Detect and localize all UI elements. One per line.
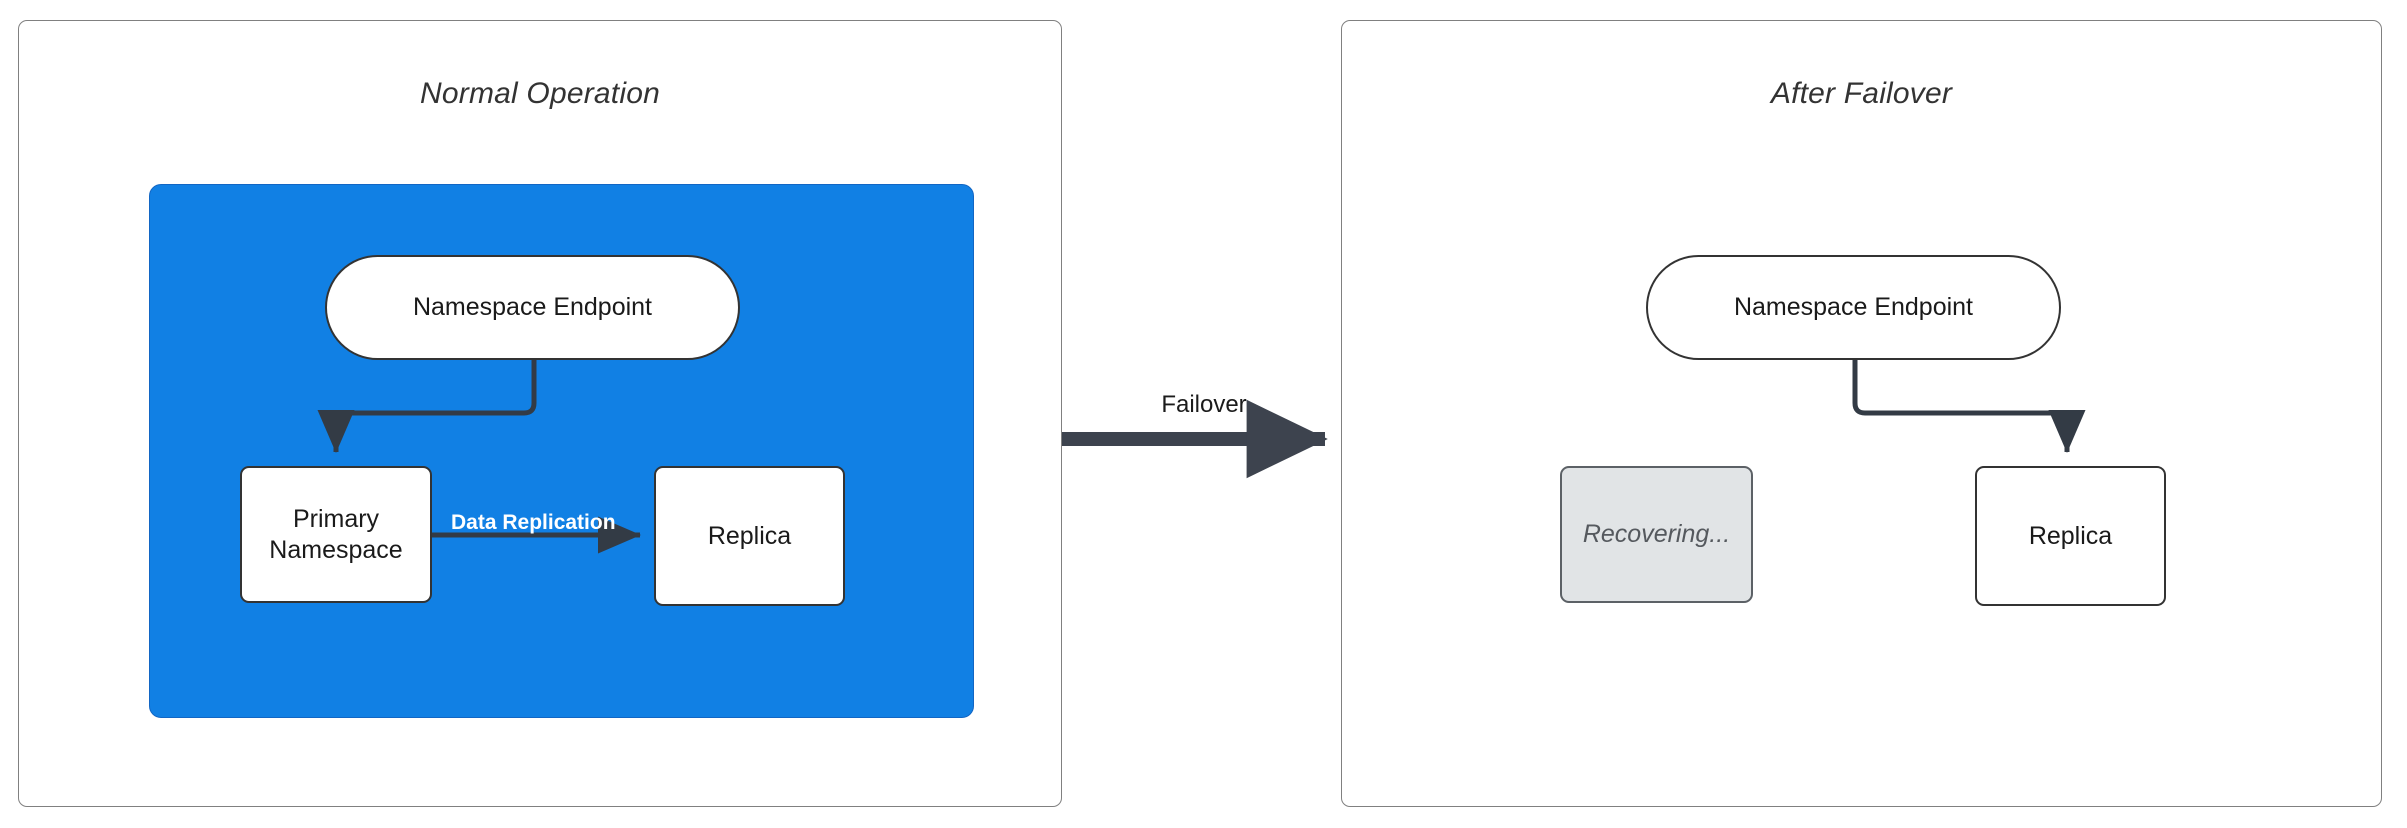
node-label: Replica [707,521,792,550]
node-namespace-endpoint-failover[interactable]: Namespace Endpoint [1646,255,2061,360]
node-replica-normal[interactable]: Replica [654,466,845,606]
node-label: Recovering... [1582,520,1731,549]
node-label-line1: Primary [292,505,380,533]
node-namespace-endpoint-normal[interactable]: Namespace Endpoint [325,255,740,360]
panel-title-normal-operation: Normal Operation [420,77,660,110]
panel-title-after-failover: After Failover [1770,77,1953,110]
node-label: Namespace Endpoint [412,293,653,322]
node-replica-failover[interactable]: Replica [1975,466,2166,606]
node-label: Replica [2028,521,2113,550]
panel-normal-operation: Normal Operation [18,20,1062,807]
panel-after-failover: After Failover [1341,20,2382,807]
edge-label-failover: Failover [1161,391,1247,418]
node-recovering[interactable]: Recovering... [1560,466,1753,603]
node-label-line2: Namespace [269,535,403,564]
node-label: Primary Namespace [269,504,402,565]
edge-label-data-replication: Data Replication [451,511,616,534]
node-label: Namespace Endpoint [1733,293,1974,322]
node-primary-namespace[interactable]: Primary Namespace [240,466,432,603]
